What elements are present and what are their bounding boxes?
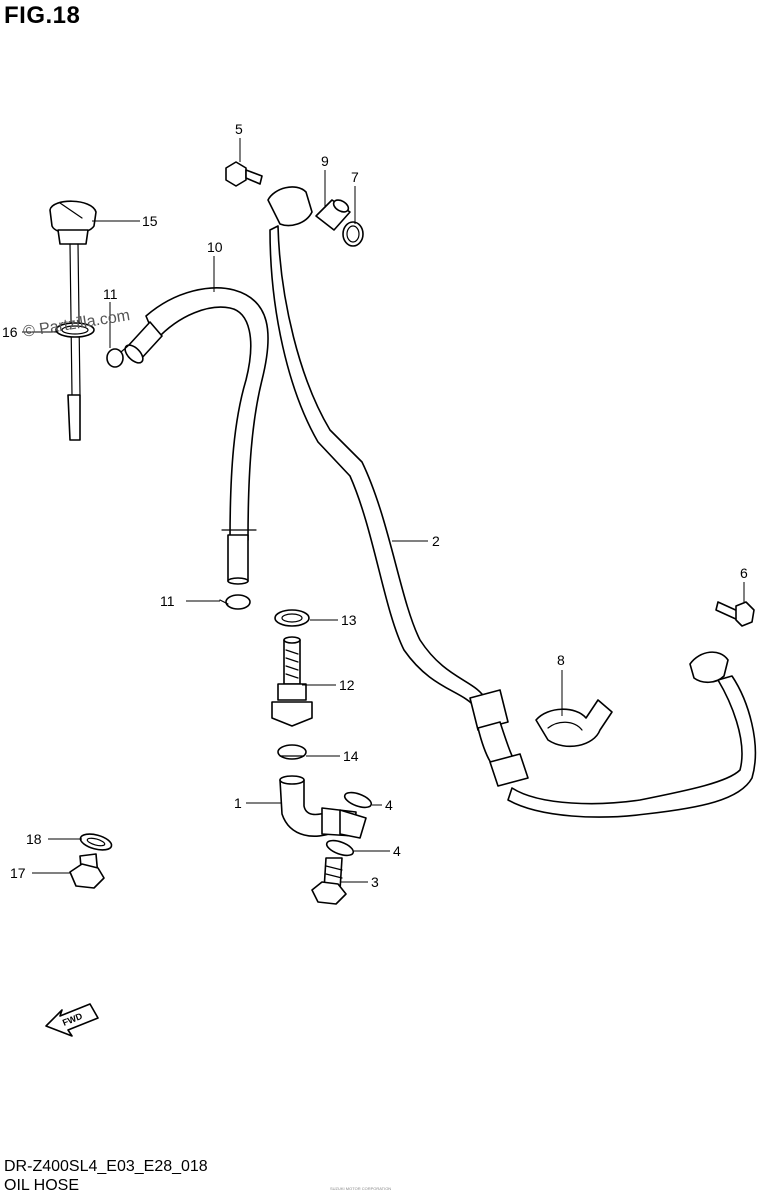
- callout-6: 6: [740, 565, 748, 581]
- washer-4-upper[interactable]: [343, 790, 373, 811]
- gasket-18[interactable]: [79, 831, 114, 853]
- callout-11-lower: 11: [160, 593, 175, 609]
- callout-1: 1: [234, 795, 242, 811]
- callout-4-lower: 4: [393, 843, 401, 859]
- dipstick-o-ring[interactable]: [55, 322, 95, 338]
- callout-18: 18: [26, 831, 42, 847]
- diagram-name: OIL HOSE: [4, 1177, 79, 1194]
- figure-title: FIG.18: [4, 2, 81, 29]
- fine-print: SUZUKI MOTOR CORPORATION: [330, 1186, 392, 1191]
- washer-4-lower[interactable]: [325, 838, 355, 859]
- union-fitting[interactable]: [271, 636, 313, 727]
- oil-hose-main[interactable]: [267, 186, 757, 818]
- callout-12: 12: [339, 677, 355, 693]
- leader-lines: [22, 138, 745, 883]
- hose-clamp-14[interactable]: [277, 744, 307, 760]
- callout-3: 3: [371, 874, 379, 890]
- clamp[interactable]: [535, 699, 613, 748]
- drain-bolt[interactable]: [69, 853, 105, 889]
- callout-14: 14: [343, 748, 359, 764]
- callout-4-upper: 4: [385, 797, 393, 813]
- callout-17: 17: [10, 865, 26, 881]
- callout-10: 10: [207, 239, 223, 255]
- callout-15: 15: [142, 213, 158, 229]
- callout-5: 5: [235, 121, 243, 137]
- callout-9: 9: [321, 153, 329, 169]
- callout-2: 2: [432, 533, 440, 549]
- callout-11-upper: 11: [103, 286, 118, 302]
- diagram-code: DR-Z400SL4_E03_E28_018: [4, 1158, 208, 1175]
- oil-dipstick[interactable]: [49, 200, 97, 441]
- callout-8: 8: [557, 652, 565, 668]
- elbow-hose[interactable]: [279, 775, 367, 839]
- hose-clip-upper[interactable]: [106, 345, 129, 368]
- fwd-arrow-icon: FWD: [45, 1003, 99, 1037]
- callout-13: 13: [341, 612, 357, 628]
- hose-clip-lower[interactable]: [219, 594, 251, 610]
- breather-hose[interactable]: [122, 287, 269, 585]
- o-ring-7[interactable]: [342, 221, 364, 247]
- bolt-right[interactable]: [715, 601, 755, 627]
- callout-7: 7: [351, 169, 359, 185]
- bolt-top[interactable]: [225, 161, 263, 187]
- callout-16: 16: [2, 324, 18, 340]
- union-bolt[interactable]: [311, 857, 347, 905]
- gasket-13[interactable]: [274, 609, 310, 627]
